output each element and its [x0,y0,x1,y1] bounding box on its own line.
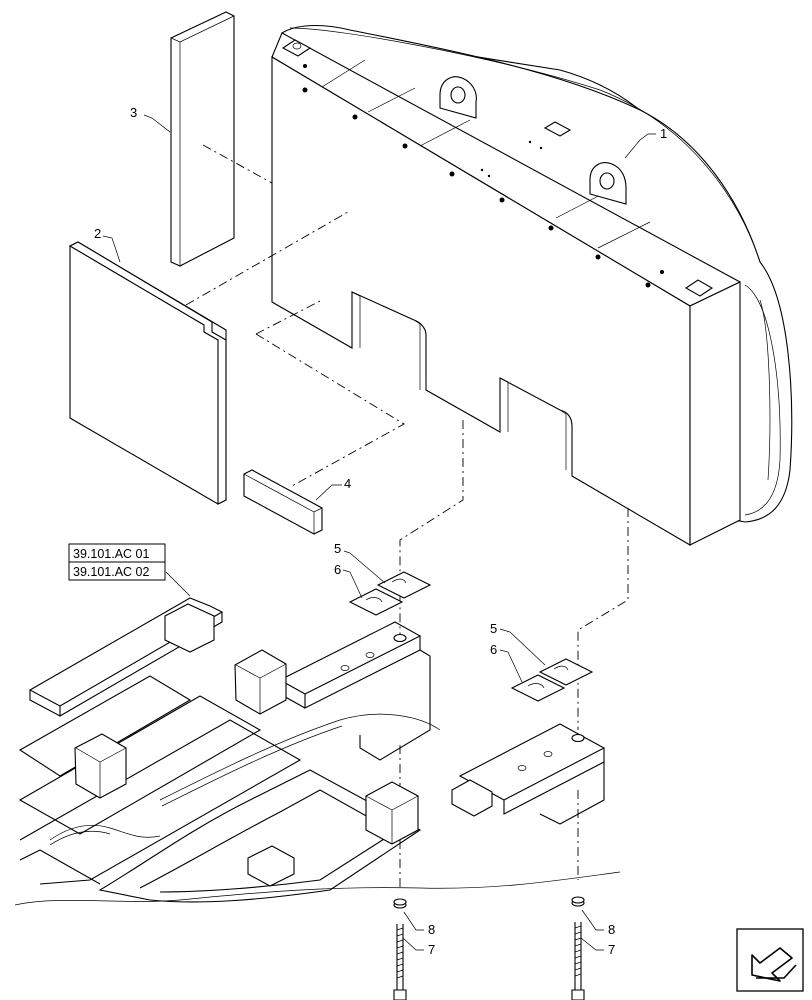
callout-6-left[interactable]: 6 [334,562,341,577]
reference-box-1[interactable]: 39.101.AC 01 [68,543,166,563]
callout-labels: 1 3 2 4 5 6 5 6 8 7 8 7 [94,105,667,957]
panel-part-3 [170,11,235,267]
callout-7-left[interactable]: 7 [428,942,435,957]
callout-5-right[interactable]: 5 [490,621,497,636]
callout-8-left[interactable]: 8 [428,922,435,937]
lifting-lug [589,162,627,205]
counterweight-part-1 [271,25,793,546]
callout-3[interactable]: 3 [130,105,137,120]
reference-label-1[interactable]: 39.101.AC 01 [73,547,149,561]
callout-7-right[interactable]: 7 [608,942,615,957]
machine-frame [14,597,621,906]
block-part-4 [243,469,323,535]
callout-5-left[interactable]: 5 [334,541,341,556]
callout-4[interactable]: 4 [344,476,351,491]
back-arrow-icon[interactable] [736,928,804,992]
reference-label-2[interactable]: 39.101.AC 02 [73,565,149,579]
callout-8-right[interactable]: 8 [608,922,615,937]
lifting-lug [439,76,477,119]
bolt-assembly-right [571,896,585,1000]
leader-lines [102,114,656,951]
reference-box-2[interactable]: 39.101.AC 02 [68,561,166,581]
shims-left [348,571,432,616]
callout-6-right[interactable]: 6 [490,642,497,657]
bolt-assembly-left [393,898,407,1000]
callout-1[interactable]: 1 [660,126,667,141]
shims-right [510,658,594,702]
callout-2[interactable]: 2 [94,226,101,241]
plate-part-2 [68,241,227,505]
top-bolts [302,87,651,288]
